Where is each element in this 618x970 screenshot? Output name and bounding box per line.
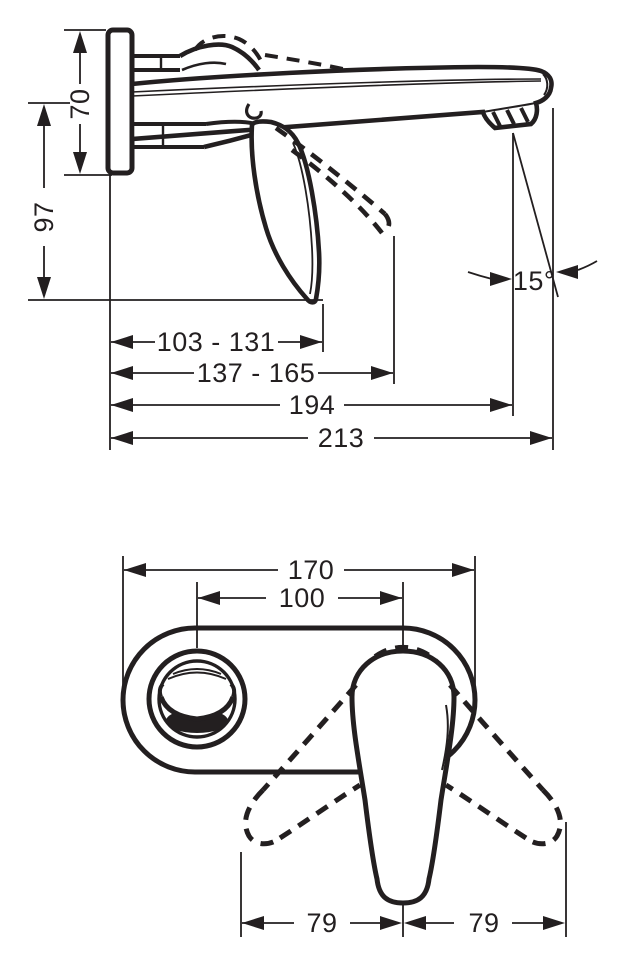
outlet-to-lever-label: 97 [29, 201, 59, 232]
dimension-plate-width: 170 [124, 555, 474, 585]
wall-plate-side [105, 27, 135, 176]
dimension-aerator-reach: 194 [111, 390, 512, 420]
plate-height-label: 70 [65, 88, 95, 119]
dimension-plate-height: 70 [64, 29, 112, 176]
lever-handle-front [349, 648, 457, 906]
dimension-swing-right: 79 [404, 908, 565, 938]
spout [129, 64, 554, 142]
dimension-centers: 100 [198, 583, 402, 613]
spout-reach-label: 213 [318, 423, 365, 453]
dimension-lever-raised-reach: 137 - 165 [111, 358, 393, 388]
angle-spray-line [512, 132, 559, 298]
aerator-side [491, 107, 530, 127]
dimension-lever-reach: 103 - 131 [111, 327, 322, 357]
centers-distance-label: 100 [279, 583, 326, 613]
extension-lines-side [109, 108, 554, 450]
front-view-diagram: 170 100 79 79 [120, 555, 567, 938]
lever-reach-label: 103 - 131 [157, 327, 276, 357]
extension-lines-front [122, 556, 567, 937]
lever-swung-right-dashed [444, 683, 563, 847]
lever-swung-left-dashed [243, 683, 362, 847]
spout-outlet-front [146, 648, 248, 750]
side-view-diagram: 15° 70 97 [28, 27, 598, 453]
swing-right-label: 79 [468, 908, 499, 938]
angle-arrow-left [490, 272, 512, 286]
spray-angle-annotation: 15° [467, 132, 598, 416]
dimension-outlet-to-lever: 97 [28, 102, 323, 301]
spray-angle-label: 15° [513, 266, 555, 296]
aerator-reach-label: 194 [289, 390, 336, 420]
lever-handle-raised-dashed [274, 126, 392, 235]
dimension-swing-left: 79 [242, 908, 402, 938]
dimension-spout-reach: 213 [111, 423, 552, 453]
lever-raised-arc-dashed [193, 34, 349, 72]
swing-left-label: 79 [306, 908, 337, 938]
lever-raised-reach-label: 137 - 165 [197, 358, 316, 388]
lever-handle-side [249, 119, 322, 305]
angle-arrow-right [556, 265, 578, 279]
plate-width-label: 170 [288, 555, 335, 585]
